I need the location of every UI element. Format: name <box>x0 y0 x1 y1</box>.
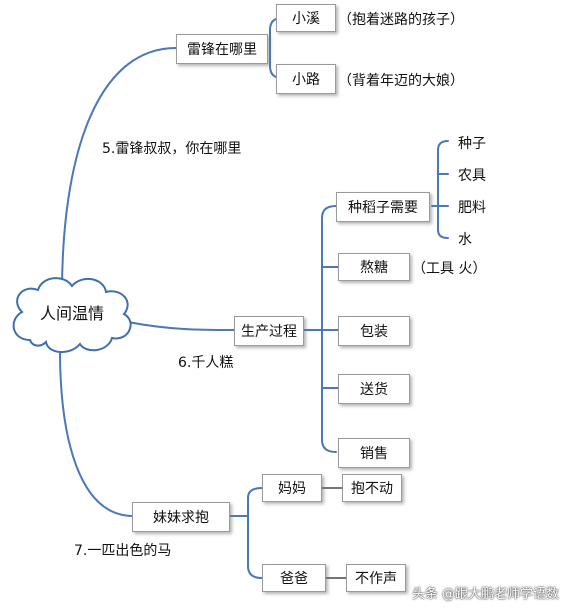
node-xiaoxi: 小溪 <box>276 4 336 32</box>
connector-rice-items <box>431 140 449 239</box>
result-baba: 不作声 <box>346 564 406 592</box>
node-xiaolu: 小路 <box>276 64 336 94</box>
result-mama: 抱不动 <box>342 474 402 502</box>
note-boil-sugar: （工具 火） <box>412 261 487 277</box>
caption-lesson-6: 6.千人糕 <box>178 355 234 371</box>
root-label: 人间温情 <box>39 304 104 323</box>
connector-root-process <box>127 321 235 331</box>
node-sell: 销售 <box>338 438 410 468</box>
connector-root-leifeng <box>61 47 177 293</box>
node-boil-sugar: 熬糖 <box>338 253 410 281</box>
node-rice: 种稻子需要 <box>336 192 430 222</box>
item-water: 水 <box>458 232 472 248</box>
node-deliver: 送货 <box>338 374 410 404</box>
item-seeds: 种子 <box>458 136 486 152</box>
root-cloud-shape <box>12 277 132 353</box>
node-mama: 妈妈 <box>262 474 322 502</box>
caption-lesson-7: 7.一匹出色的马 <box>74 543 172 559</box>
node-package: 包装 <box>338 316 410 346</box>
note-xiaoxi: （抱着迷路的孩子） <box>338 12 464 28</box>
item-fertilizer: 肥料 <box>458 200 486 216</box>
connector-sister-children <box>229 487 263 579</box>
node-sister: 妹妹求抱 <box>132 502 230 532</box>
item-tools: 农具 <box>458 168 486 184</box>
note-xiaolu: （背着年迈的大娘） <box>338 73 464 89</box>
caption-lesson-5: 5.雷锋叔叔，你在哪里 <box>102 141 242 157</box>
node-baba: 爸爸 <box>262 564 326 592</box>
node-leifeng: 雷锋在哪里 <box>176 34 268 64</box>
node-process: 生产过程 <box>234 316 304 346</box>
connector-root-sister <box>59 349 133 517</box>
watermark: 头条 @跟大鹏老师学语数 <box>411 587 559 602</box>
connector-process-children <box>303 205 339 453</box>
